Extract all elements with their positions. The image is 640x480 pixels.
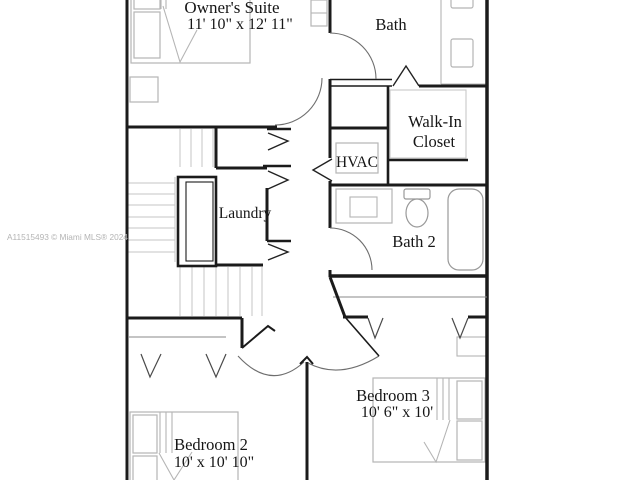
hall-closet-door-icon: [267, 170, 290, 190]
walk-in-closet-bifold-icon: [392, 64, 420, 87]
owners-suite-door-arc: [274, 77, 323, 126]
bedroom3-door-leaf: [344, 316, 380, 357]
owners-suite-dimensions: 11' 10" x 12' 11": [187, 16, 293, 33]
bedroom3-window-icon: [451, 317, 469, 340]
laundry-closet: [176, 175, 218, 268]
bath2-toilet: [403, 188, 431, 228]
walk-in-closet-shelving: [389, 89, 467, 159]
hall-wall-cusp: [299, 355, 314, 365]
hvac-label: HVAC: [336, 154, 378, 171]
hall-closet-door-icon: [267, 132, 290, 151]
bedroom3-dresser: [456, 336, 487, 357]
owners-suite-side-table: [310, 0, 328, 27]
bedroom2-window-icon: [205, 353, 227, 379]
hvac-door-icon: [311, 158, 333, 182]
bath-vanity: [440, 0, 487, 85]
bedroom3-bed: [372, 377, 486, 464]
bath-label: Bath: [375, 15, 407, 34]
room-labels: Owner's Suite 11' 10" x 12' 11" Bath Wal…: [174, 0, 462, 471]
bath-door-arc: [329, 32, 377, 80]
bedroom3-window-icon: [367, 317, 384, 340]
staircase: [128, 129, 263, 316]
walls: [125, 0, 489, 480]
bath2-bathtub: [447, 188, 484, 271]
bedroom3-door-arc: [307, 355, 380, 371]
bath2-vanity: [335, 188, 393, 224]
hall-door-arc-left: [237, 355, 305, 377]
owners-suite-nightstand: [129, 76, 159, 103]
bedroom2-dimensions: 10' x 10' 10": [174, 454, 254, 471]
bedroom2-label: Bedroom 2: [174, 435, 248, 454]
walk-in-closet-label-line2: Closet: [413, 132, 456, 151]
bedroom2-window-icon: [140, 353, 162, 379]
bedroom3-dimensions: 10' 6" x 10': [361, 404, 433, 421]
windows: [140, 317, 469, 379]
hvac-unit: [335, 142, 379, 174]
walk-in-closet-label-line1: Walk-In: [408, 112, 462, 131]
doors: [237, 32, 420, 377]
laundry-door-icon: [267, 243, 290, 261]
bedroom3-label: Bedroom 3: [356, 386, 430, 405]
bath2-label: Bath 2: [392, 232, 436, 251]
mls-watermark: A11515493 © Miami MLS® 2024: [7, 232, 128, 242]
laundry-label: Laundry: [219, 205, 272, 222]
bath2-door-arc: [329, 227, 373, 271]
bedroom2-door-leaf: [241, 324, 276, 349]
owners-suite-bed: [130, 0, 251, 64]
bedroom2-bed: [129, 411, 239, 480]
owners-suite-label: Owner's Suite: [184, 0, 279, 17]
